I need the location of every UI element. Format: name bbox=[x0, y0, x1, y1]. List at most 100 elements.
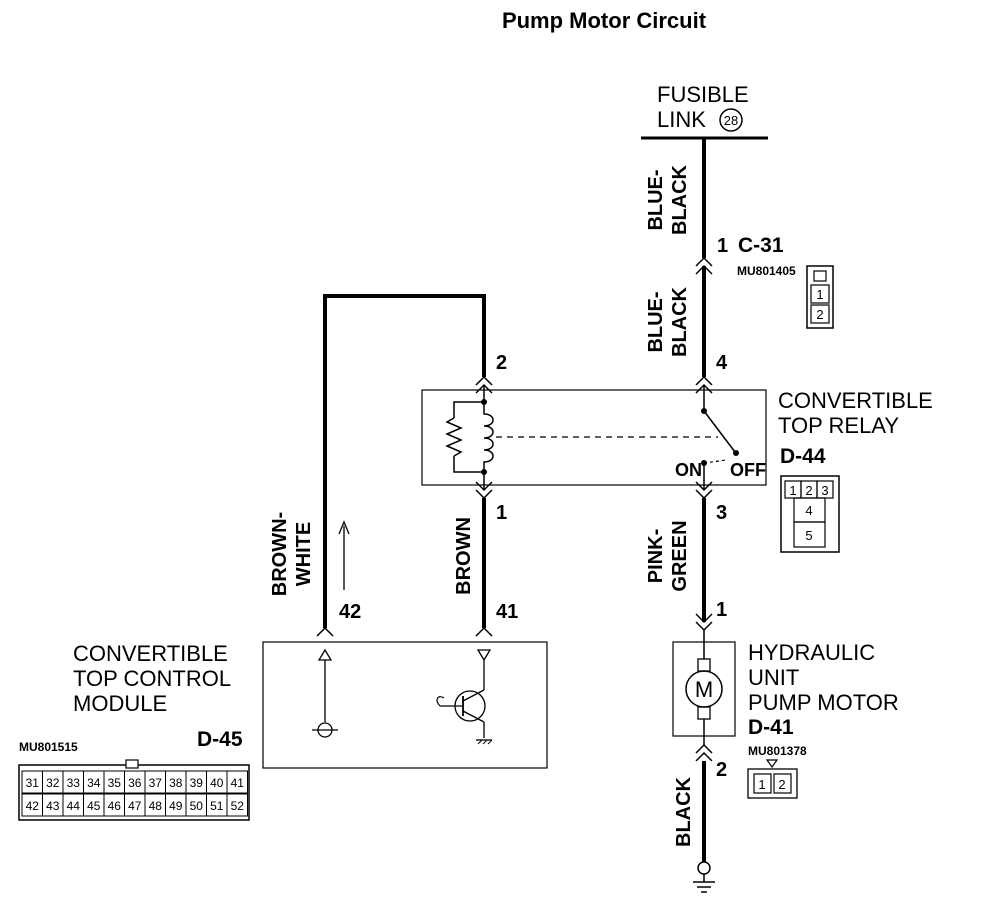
module-pin-cell bbox=[226, 793, 248, 817]
motor-connector-key-icon bbox=[765, 759, 779, 769]
module-pin-label: 42 bbox=[26, 799, 40, 813]
diagram-title: Pump Motor Circuit bbox=[502, 8, 707, 33]
module-output-triangle-icon bbox=[476, 649, 492, 662]
module-name-line3: MODULE bbox=[73, 691, 167, 716]
module-pin-label: 47 bbox=[128, 799, 142, 813]
junction-connector-code: C-31 bbox=[738, 234, 784, 257]
wire-label-brown-white-2: WHITE bbox=[293, 522, 315, 586]
hydraulic-unit-pump-motor: 1 M 2 HYDRAULIC UNIT PUMP MOTOR D-41 MU8… bbox=[672, 599, 899, 799]
motor-pin-1-label: 1 bbox=[716, 599, 727, 621]
motor-pin1-chevron bbox=[695, 613, 713, 624]
relay-pin4-chevron bbox=[695, 375, 713, 386]
module-pin-label: 39 bbox=[190, 776, 204, 790]
relay-pin-4-label: 4 bbox=[716, 352, 728, 374]
relay-box bbox=[421, 389, 767, 486]
motor-connector-code: D-41 bbox=[748, 716, 794, 739]
relay-pin3-chevron bbox=[695, 489, 713, 500]
module-ground-hatch bbox=[487, 739, 493, 745]
motor-brush-bottom bbox=[697, 706, 711, 720]
module-pin-41-label: 41 bbox=[496, 601, 518, 623]
relay-resistor-path bbox=[453, 456, 484, 473]
module-pin-label: 31 bbox=[26, 776, 40, 790]
wire-label-black: BLACK bbox=[673, 776, 695, 847]
junction-cell-label-1: 1 bbox=[816, 287, 823, 302]
motor-cell-label-1: 1 bbox=[758, 777, 765, 792]
junction-cell-1 bbox=[810, 284, 830, 304]
relay-name-line2: TOP RELAY bbox=[778, 413, 899, 438]
fusible-link-line1: FUSIBLE bbox=[657, 82, 749, 107]
motor-pin1-chevron bbox=[695, 621, 713, 632]
motor-pin-2-label: 2 bbox=[716, 759, 727, 781]
relay-resistor-path bbox=[453, 401, 484, 418]
junction-cell-2 bbox=[810, 304, 830, 324]
module-pin-label: 44 bbox=[67, 799, 81, 813]
module-pin-label: 50 bbox=[190, 799, 204, 813]
fusible-link-number-circle bbox=[719, 108, 743, 132]
module-pin-label: 49 bbox=[169, 799, 183, 813]
module-pin-cell bbox=[226, 770, 248, 794]
relay-pin1-chevron bbox=[475, 489, 493, 500]
motor-brush-top bbox=[697, 658, 711, 672]
module-pin-42-label: 42 bbox=[339, 601, 361, 623]
module-pin-label: 51 bbox=[210, 799, 224, 813]
wire-brown-white bbox=[323, 294, 486, 628]
module-pin-label: 34 bbox=[87, 776, 101, 790]
motor-cell-2 bbox=[773, 773, 792, 794]
motor-pin2-chevron bbox=[695, 743, 713, 754]
relay-pin2-chevron bbox=[475, 375, 493, 386]
module-connector-key bbox=[125, 759, 139, 769]
relay-off-label: OFF bbox=[730, 460, 766, 480]
relay-switch-blade bbox=[703, 410, 736, 453]
wire-label-blue-black-upper: BLUE- BLACK bbox=[645, 164, 691, 235]
junction-cell-label-2: 2 bbox=[816, 307, 823, 322]
junction-connector-key bbox=[813, 270, 827, 282]
resistor-icon bbox=[445, 417, 463, 457]
module-input-triangle-icon bbox=[317, 648, 333, 661]
wire-label-pink-green-1: PINK- bbox=[645, 529, 667, 583]
wire-label-pink-green-2: GREEN bbox=[669, 520, 691, 591]
relay-cell-label-5: 5 bbox=[805, 528, 812, 543]
wire-label-brown: BROWN bbox=[453, 517, 475, 595]
module-name-line2: TOP CONTROL bbox=[73, 666, 231, 691]
module-pin-label: 52 bbox=[231, 799, 245, 813]
relay-contact-link bbox=[703, 459, 727, 464]
module-pin-label: 43 bbox=[46, 799, 60, 813]
junction-connector-c31: 1 C-31 MU801405 1 2 bbox=[695, 234, 834, 329]
motor-name-line2: UNIT bbox=[748, 665, 799, 690]
motor-cell-label-2: 2 bbox=[778, 777, 785, 792]
module-pin-label: 35 bbox=[108, 776, 122, 790]
motor-connector-face bbox=[747, 768, 798, 799]
relay-pin-2-label: 2 bbox=[496, 352, 507, 374]
junction-pin-number: 1 bbox=[717, 235, 728, 257]
motor-symbol: M bbox=[695, 677, 713, 702]
motor-name-line3: PUMP MOTOR bbox=[748, 690, 899, 715]
current-flow-arrowhead bbox=[338, 520, 350, 535]
fusible-link-line2: LINK bbox=[657, 107, 706, 132]
motor-pin2-chevron bbox=[695, 751, 713, 762]
relay-pin-1-label: 1 bbox=[496, 502, 507, 524]
wire-label-blue-black-upper-1: BLUE- bbox=[645, 169, 667, 230]
wire-label-pink-green: PINK- GREEN bbox=[645, 520, 691, 591]
module-pin-label: 45 bbox=[87, 799, 101, 813]
module-pin-label: 33 bbox=[67, 776, 81, 790]
ground-icon bbox=[693, 861, 715, 893]
wire-label-black-text: BLACK bbox=[673, 776, 695, 847]
wire-label-brown-white: BROWN- WHITE bbox=[269, 512, 315, 596]
wire-label-blue-black-lower-1: BLUE- bbox=[645, 291, 667, 352]
relay-connector-face bbox=[780, 475, 840, 553]
fusible-link: FUSIBLE LINK 28 bbox=[641, 82, 768, 140]
relay-cell-label-3: 3 bbox=[821, 483, 828, 498]
relay-on-label: ON bbox=[675, 460, 702, 480]
relay-contact-off bbox=[733, 450, 739, 456]
wire-label-blue-black-upper-2: BLACK bbox=[669, 164, 691, 235]
ground-terminal bbox=[697, 861, 711, 875]
relay-name-line1: CONVERTIBLE bbox=[778, 388, 933, 413]
wire-label-brown-white-1: BROWN- bbox=[269, 512, 291, 596]
module-pin-label: 32 bbox=[46, 776, 60, 790]
module-pin41-chevron bbox=[475, 626, 493, 637]
connector-chevron bbox=[695, 256, 713, 267]
relay-connector-code: D-44 bbox=[780, 445, 826, 468]
control-module-box bbox=[262, 641, 548, 769]
module-ground-hatch bbox=[477, 739, 483, 745]
